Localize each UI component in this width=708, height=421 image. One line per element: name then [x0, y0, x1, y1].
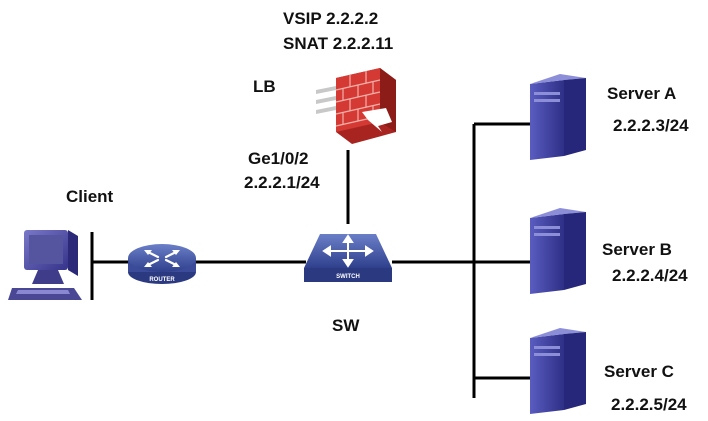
server-b-ip: 2.2.2.4/24	[612, 266, 688, 285]
switch-icon-label: SWITCH	[336, 274, 360, 280]
server-icon	[530, 208, 586, 294]
lb-port-label: Ge1/0/2	[248, 149, 309, 168]
server-c-name: Server C	[604, 362, 674, 381]
client-label: Client	[66, 187, 114, 206]
server-a-name: Server A	[607, 84, 677, 103]
pc-icon	[8, 230, 82, 300]
server-icon	[530, 328, 586, 414]
lb-snat-label: SNAT 2.2.2.11	[283, 34, 394, 53]
switch-icon: SWITCH	[304, 234, 392, 282]
router-icon: ROUTER	[128, 244, 196, 284]
router-label: ROUTER	[149, 277, 175, 283]
server-c-ip: 2.2.2.5/24	[611, 395, 687, 414]
lb-name-label: LB	[253, 77, 276, 96]
lb-vsip-label: VSIP 2.2.2.2	[283, 9, 379, 28]
server-icon	[530, 74, 586, 160]
switch-name-label: SW	[332, 316, 360, 335]
server-a-ip: 2.2.2.3/24	[613, 116, 689, 135]
links	[90, 122, 530, 398]
lb-ip-label: 2.2.2.1/24	[244, 173, 320, 192]
server-b-name: Server B	[602, 240, 672, 259]
firewall-icon	[316, 68, 396, 144]
